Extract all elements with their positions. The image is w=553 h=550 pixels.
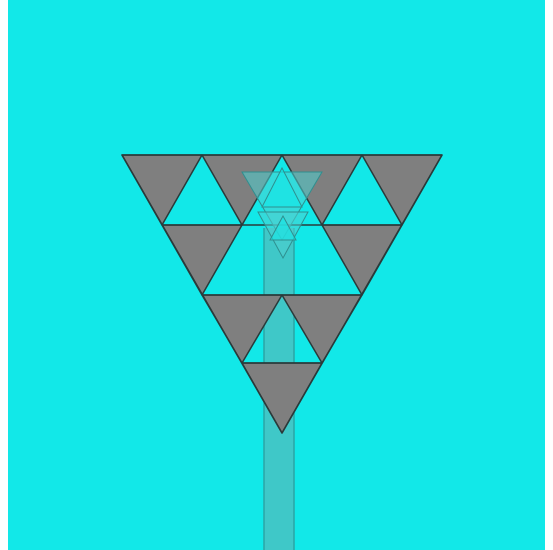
scene-canvas bbox=[8, 0, 545, 550]
